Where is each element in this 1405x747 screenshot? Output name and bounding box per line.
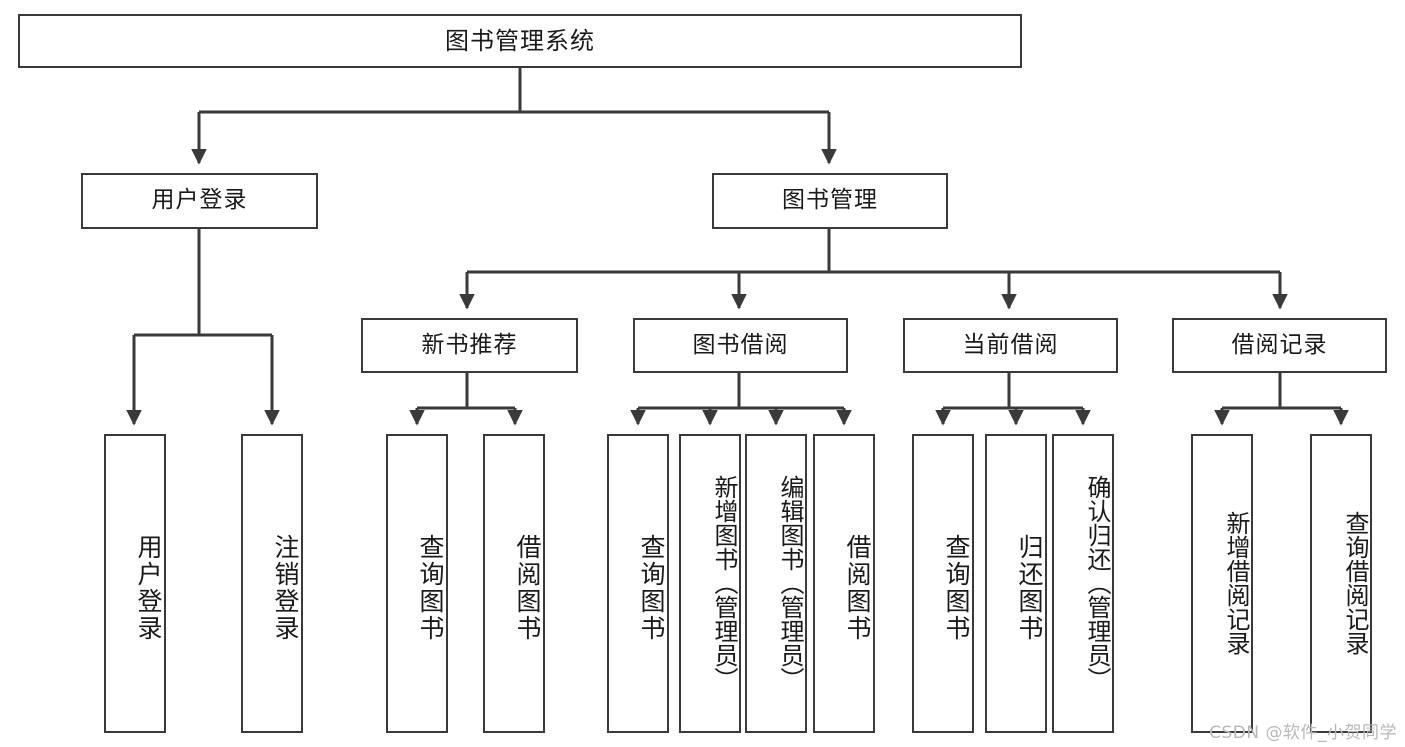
node-book-borrow[interactable]: 图书借阅	[633, 318, 848, 373]
leaf-borrow-book-2[interactable]: 借阅图书	[813, 434, 875, 733]
leaf-query-book-2-label: 查询图书	[637, 533, 666, 642]
node-user-login-label: 用户登录	[151, 187, 248, 214]
leaf-query-book-1-label: 查询图书	[416, 533, 445, 642]
leaf-confirm-return[interactable]: 确认归还（管理员）	[1052, 434, 1114, 733]
node-user-login[interactable]: 用户登录	[81, 173, 318, 229]
leaf-query-book-3[interactable]: 查询图书	[912, 434, 974, 733]
leaf-borrow-book-1-label: 借阅图书	[513, 533, 542, 642]
leaf-add-book[interactable]: 新增图书（管理员）	[679, 434, 741, 733]
leaf-query-book-2[interactable]: 查询图书	[607, 434, 669, 733]
leaf-query-book-3-label: 查询图书	[942, 533, 971, 642]
node-new-book-recommend[interactable]: 新书推荐	[361, 318, 578, 373]
node-current-borrow[interactable]: 当前借阅	[903, 318, 1118, 373]
leaf-borrow-book-2-label: 借阅图书	[843, 533, 872, 642]
leaf-user-login[interactable]: 用户登录	[104, 434, 166, 733]
node-borrow-record[interactable]: 借阅记录	[1172, 318, 1387, 373]
leaf-edit-book[interactable]: 编辑图书（管理员）	[745, 434, 807, 733]
node-root[interactable]: 图书管理系统	[18, 14, 1022, 68]
leaf-add-book-label: 新增图书（管理员）	[710, 474, 738, 691]
node-borrow-record-label: 借阅记录	[1231, 331, 1328, 358]
leaf-user-login-label: 用户登录	[134, 533, 163, 642]
node-book-management-label: 图书管理	[782, 187, 878, 214]
node-root-label: 图书管理系统	[445, 26, 595, 55]
node-book-management[interactable]: 图书管理	[712, 173, 948, 229]
node-current-borrow-label: 当前借阅	[962, 331, 1059, 358]
leaf-borrow-book-1[interactable]: 借阅图书	[483, 434, 545, 733]
csdn-watermark: CSDN @软件_小贺同学	[1209, 723, 1397, 743]
leaf-edit-book-label: 编辑图书（管理员）	[776, 474, 804, 691]
node-book-borrow-label: 图书借阅	[692, 331, 789, 358]
node-new-book-recommend-label: 新书推荐	[421, 331, 518, 358]
leaf-add-record-label: 新增借阅记录	[1222, 510, 1250, 655]
leaf-logout-login[interactable]: 注销登录	[241, 434, 303, 733]
leaf-return-book-label: 归还图书	[1015, 533, 1044, 642]
leaf-query-book-1[interactable]: 查询图书	[386, 434, 448, 733]
leaf-query-record[interactable]: 查询借阅记录	[1310, 434, 1372, 733]
leaf-add-record[interactable]: 新增借阅记录	[1191, 434, 1253, 733]
leaf-query-record-label: 查询借阅记录	[1341, 510, 1369, 655]
leaf-logout-login-label: 注销登录	[271, 533, 300, 642]
leaf-return-book[interactable]: 归还图书	[985, 434, 1047, 733]
leaf-confirm-return-label: 确认归还（管理员）	[1083, 474, 1111, 691]
